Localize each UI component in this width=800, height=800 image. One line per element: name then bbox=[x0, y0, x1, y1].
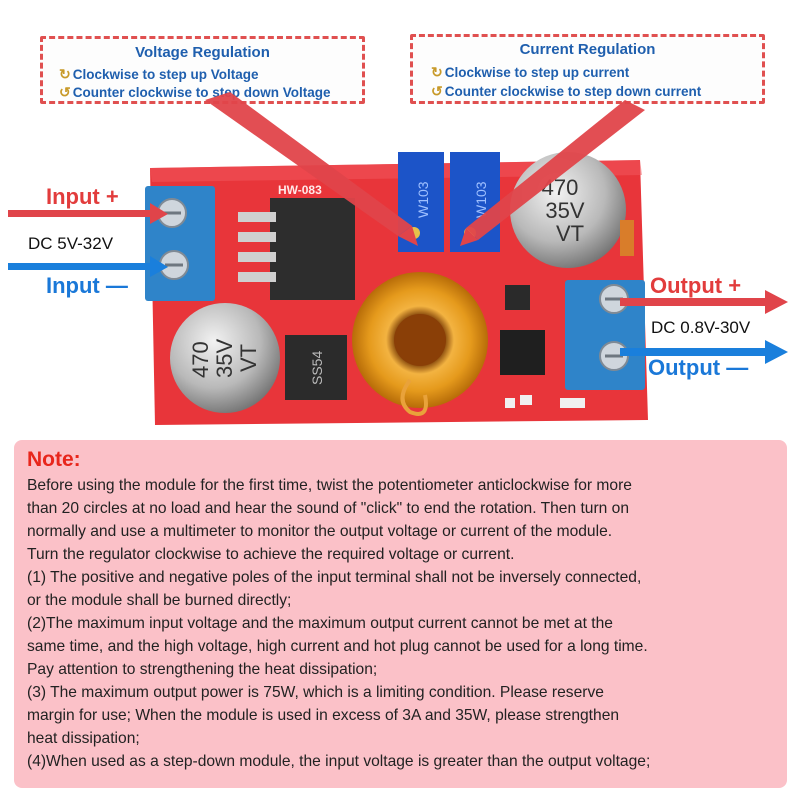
note-line-7: (2)The maximum input voltage and the max… bbox=[27, 615, 613, 632]
input-minus-arrow bbox=[8, 256, 168, 277]
cap-left-v3: VT bbox=[236, 344, 261, 372]
input-minus-label: Input — bbox=[46, 273, 128, 298]
output-plus-arrow bbox=[620, 290, 788, 314]
input-plus-arrow bbox=[8, 203, 168, 224]
cap-left-v2: 35V bbox=[212, 339, 237, 378]
voltage-ccw-line: ↺Counter clockwise to step down Voltage bbox=[59, 84, 331, 101]
note-title: Note: bbox=[27, 448, 81, 471]
current-cw-text: Clockwise to step up current bbox=[444, 65, 630, 80]
note-line-6: or the module shall be burned directly; bbox=[27, 592, 292, 609]
note-line-11: margin for use; When the module is used … bbox=[27, 707, 620, 724]
schottky-diode bbox=[285, 335, 347, 400]
current-ccw-text: Counter clockwise to step down current bbox=[444, 84, 702, 99]
voltage-cw-text: Clockwise to step up Voltage bbox=[72, 67, 259, 82]
voltage-ccw-text: Counter clockwise to step down Voltage bbox=[72, 85, 331, 100]
output-range-label: DC 0.8V-30V bbox=[651, 318, 751, 337]
capacitor-left bbox=[170, 303, 280, 413]
note-line-3: normally and use a multimeter to monitor… bbox=[27, 523, 613, 540]
voltage-cw-line: ↻Clockwise to step up Voltage bbox=[59, 66, 259, 83]
voltage-regulation-label: Voltage Regulation ↻Clockwise to step up… bbox=[40, 36, 365, 104]
note-line-1: Before using the module for the first ti… bbox=[27, 477, 632, 494]
clockwise-arrow-icon: ↻ bbox=[431, 64, 443, 80]
current-regulation-label: Current Regulation ↻Clockwise to step up… bbox=[410, 34, 765, 104]
board-model-text: HW-083 bbox=[278, 183, 322, 197]
note-line-9: Pay attention to strengthening the heat … bbox=[27, 661, 378, 678]
current-regulation-title: Current Regulation bbox=[519, 41, 656, 58]
output-plus-label: Output + bbox=[650, 273, 742, 298]
diode-label: SS54 bbox=[309, 351, 325, 385]
note-line-5: (1) The positive and negative poles of t… bbox=[27, 569, 642, 586]
pot-left-label: W103 bbox=[415, 181, 431, 218]
cap-right-v3: VT bbox=[556, 221, 584, 246]
note-line-12: heat dissipation; bbox=[27, 730, 140, 747]
voltage-arrow bbox=[205, 92, 412, 236]
current-arrow bbox=[466, 100, 645, 240]
counterclockwise-arrow-icon: ↺ bbox=[431, 83, 443, 99]
regulator-chip bbox=[270, 198, 355, 300]
input-range-label: DC 5V-32V bbox=[28, 234, 114, 253]
note-panel: Note: Before using the module for the fi… bbox=[14, 440, 787, 788]
cap-right-v2: 35V bbox=[545, 198, 584, 223]
counterclockwise-arrow-icon: ↺ bbox=[59, 84, 71, 100]
output-minus-arrow bbox=[620, 340, 788, 364]
output-minus-label: Output — bbox=[648, 355, 749, 380]
cap-left-v1: 470 bbox=[188, 341, 213, 378]
note-line-8: same time, and the high voltage, high cu… bbox=[27, 638, 648, 655]
current-cw-line: ↻Clockwise to step up current bbox=[431, 64, 629, 81]
clockwise-arrow-icon: ↻ bbox=[59, 66, 71, 82]
note-line-4: Turn the regulator clockwise to achieve … bbox=[27, 546, 515, 563]
current-ccw-line: ↺Counter clockwise to step down current bbox=[431, 83, 701, 100]
pot-right-label: W103 bbox=[473, 181, 489, 218]
note-line-10: (3) The maximum output power is 75W, whi… bbox=[27, 684, 604, 701]
voltage-regulation-title: Voltage Regulation bbox=[135, 44, 270, 61]
buck-converter-board: HW-083 W103 W103 470 35V VT 470 35V VT S… bbox=[8, 92, 788, 425]
note-line-13: (4)When used as a step-down module, the … bbox=[27, 753, 651, 770]
note-line-2: than 20 circles at no load and hear the … bbox=[27, 500, 630, 517]
input-plus-label: Input + bbox=[46, 184, 119, 209]
